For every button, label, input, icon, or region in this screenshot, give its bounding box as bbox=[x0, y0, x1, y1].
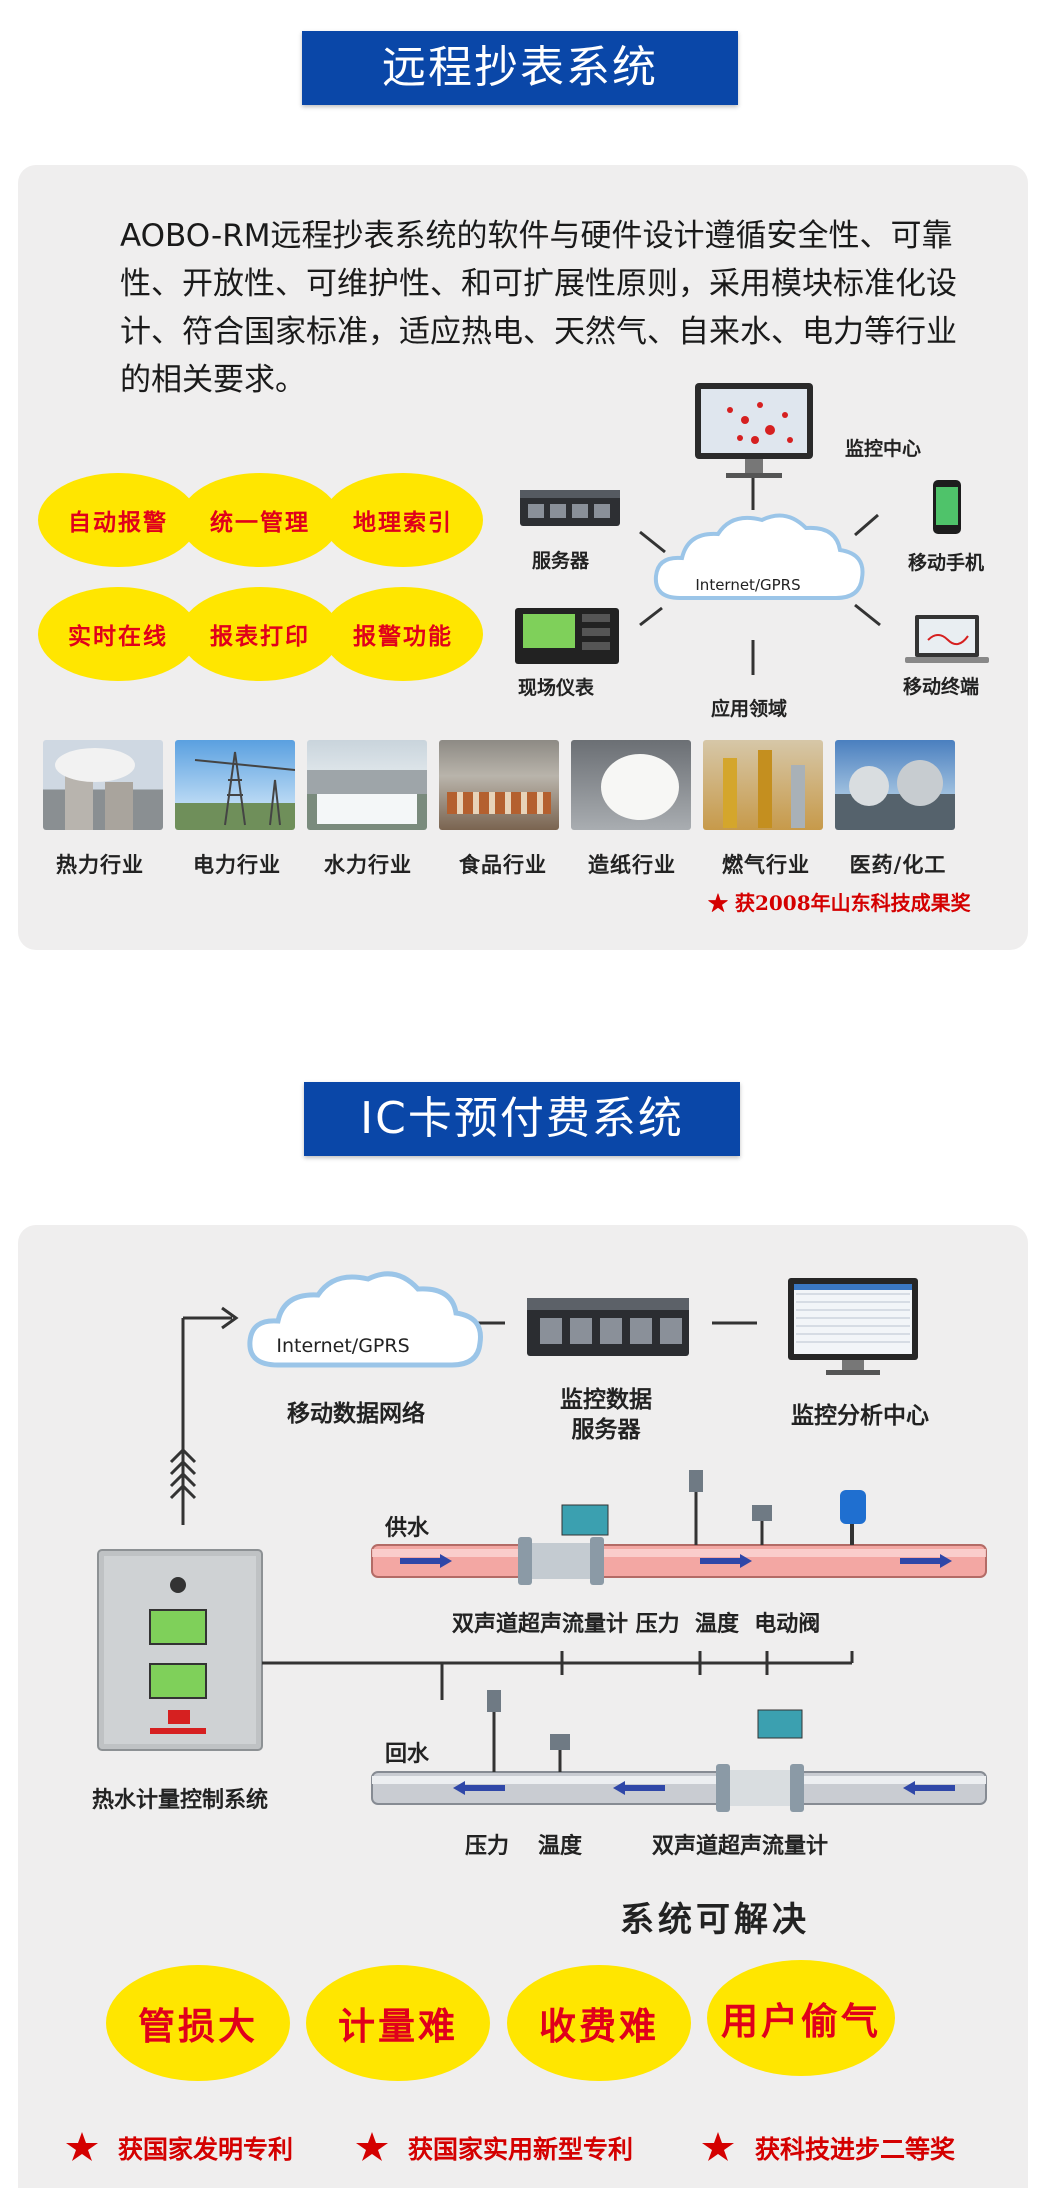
cloud-label-2: Internet/GPRS bbox=[276, 1335, 410, 1357]
analysis-center-label: 监控分析中心 bbox=[791, 1403, 929, 1429]
laptop-icon bbox=[905, 615, 989, 663]
industry-label: 食品行业 bbox=[459, 853, 547, 877]
monitor-icon bbox=[695, 383, 813, 478]
industry-label: 燃气行业 bbox=[722, 853, 810, 877]
server-icon bbox=[520, 490, 620, 526]
industry-image-gas bbox=[703, 740, 823, 830]
solve-title: 系统可解决 bbox=[620, 1900, 810, 1940]
problem-gas-theft: 用户偷气 bbox=[707, 1960, 895, 2076]
problem-metering: 计量难 bbox=[306, 1965, 490, 2081]
server-label: 服务器 bbox=[532, 550, 590, 572]
section1-intro: AOBO-RM远程抄表系统的软件与硬件设计遵循安全性、可靠性、开放性、可维护性、… bbox=[120, 218, 957, 398]
industry-image-thermal bbox=[43, 740, 163, 830]
cloud-label-1: Internet/GPRS bbox=[695, 576, 801, 594]
industry-image-food bbox=[439, 740, 559, 830]
section1-title-banner: 远程抄表系统 bbox=[302, 31, 738, 105]
network-diagram bbox=[515, 383, 989, 675]
feature-label: 报警功能 bbox=[353, 624, 453, 650]
supply-pipe bbox=[371, 1470, 987, 1585]
industry-label: 造纸行业 bbox=[588, 853, 676, 877]
data-server-label-2: 服务器 bbox=[571, 1417, 641, 1443]
return-label: 回水 bbox=[385, 1742, 430, 1767]
industry-image-hydro bbox=[307, 740, 427, 830]
field-meter-label: 现场仪表 bbox=[518, 677, 595, 699]
feature-alarm-function: 报警功能 bbox=[323, 587, 483, 681]
cloud-icon bbox=[247, 1271, 483, 1368]
industry-label: 电力行业 bbox=[193, 853, 281, 877]
feature-auto-alarm: 自动报警 bbox=[38, 473, 198, 567]
industry-image-power bbox=[175, 740, 295, 830]
application-label: 应用领域 bbox=[711, 698, 788, 720]
section2-title-banner: IC卡预付费系统 bbox=[304, 1082, 740, 1156]
feature-label: 报表打印 bbox=[210, 624, 310, 650]
mobile-phone-label: 移动手机 bbox=[908, 552, 985, 574]
award-tech-progress: 获科技进步二等奖 bbox=[755, 2135, 956, 2164]
industry-image-chemical bbox=[835, 740, 955, 830]
industry-label: 热力行业 bbox=[56, 853, 144, 877]
monitor-center-label: 监控中心 bbox=[845, 438, 922, 460]
feature-geo-index: 地理索引 bbox=[323, 473, 483, 567]
feature-label: 实时在线 bbox=[68, 624, 168, 650]
mobile-phone-icon bbox=[933, 480, 961, 534]
control-system-label: 热水计量控制系统 bbox=[91, 1788, 269, 1813]
feature-label: 地理索引 bbox=[353, 510, 453, 536]
problem-pipe-loss: 管损大 bbox=[106, 1965, 290, 2081]
feature-label: 统一管理 bbox=[210, 510, 310, 536]
problem-label: 计量难 bbox=[338, 2005, 458, 2048]
feature-realtime-online: 实时在线 bbox=[38, 587, 198, 681]
supply-devices-label: 双声道超声流量计 压力 温度 电动阀 bbox=[452, 1612, 821, 1637]
return-pipe bbox=[371, 1690, 987, 1812]
analysis-monitor-icon bbox=[788, 1278, 918, 1375]
section2-title: IC卡预付费系统 bbox=[360, 1093, 684, 1144]
mobile-network-label: 移动数据网络 bbox=[287, 1401, 425, 1427]
return-flowmeter-label: 双声道超声流量计 bbox=[652, 1834, 829, 1859]
return-temp-label: 温度 bbox=[538, 1834, 583, 1859]
problem-billing: 收费难 bbox=[507, 1965, 691, 2081]
section1-award: ★ 获2008年山东科技成果奖 bbox=[708, 891, 971, 915]
field-meter-icon bbox=[515, 608, 619, 664]
feature-unified-management: 统一管理 bbox=[180, 473, 340, 567]
industry-label: 水力行业 bbox=[324, 853, 412, 877]
problem-label: 收费难 bbox=[539, 2005, 659, 2048]
industry-label: 医药/化工 bbox=[849, 853, 947, 877]
problem-label: 管损大 bbox=[138, 2005, 258, 2048]
award-utility-patent: 获国家实用新型专利 bbox=[408, 2135, 634, 2164]
award-invention-patent: 获国家发明专利 bbox=[118, 2135, 294, 2164]
mobile-terminal-label: 移动终端 bbox=[903, 676, 980, 698]
cloud-icon bbox=[653, 513, 865, 600]
supply-label: 供水 bbox=[385, 1516, 430, 1541]
industry-image-paper bbox=[571, 740, 691, 830]
data-server-label-1: 监控数据 bbox=[560, 1387, 652, 1413]
return-pressure-label: 压力 bbox=[465, 1834, 510, 1859]
feature-label: 自动报警 bbox=[68, 510, 168, 536]
section1-title: 远程抄表系统 bbox=[382, 42, 658, 93]
control-cabinet-icon bbox=[97, 1549, 263, 1751]
problem-label: 用户偷气 bbox=[721, 2000, 881, 2043]
data-server-icon bbox=[527, 1298, 689, 1356]
feature-report-print: 报表打印 bbox=[180, 587, 340, 681]
